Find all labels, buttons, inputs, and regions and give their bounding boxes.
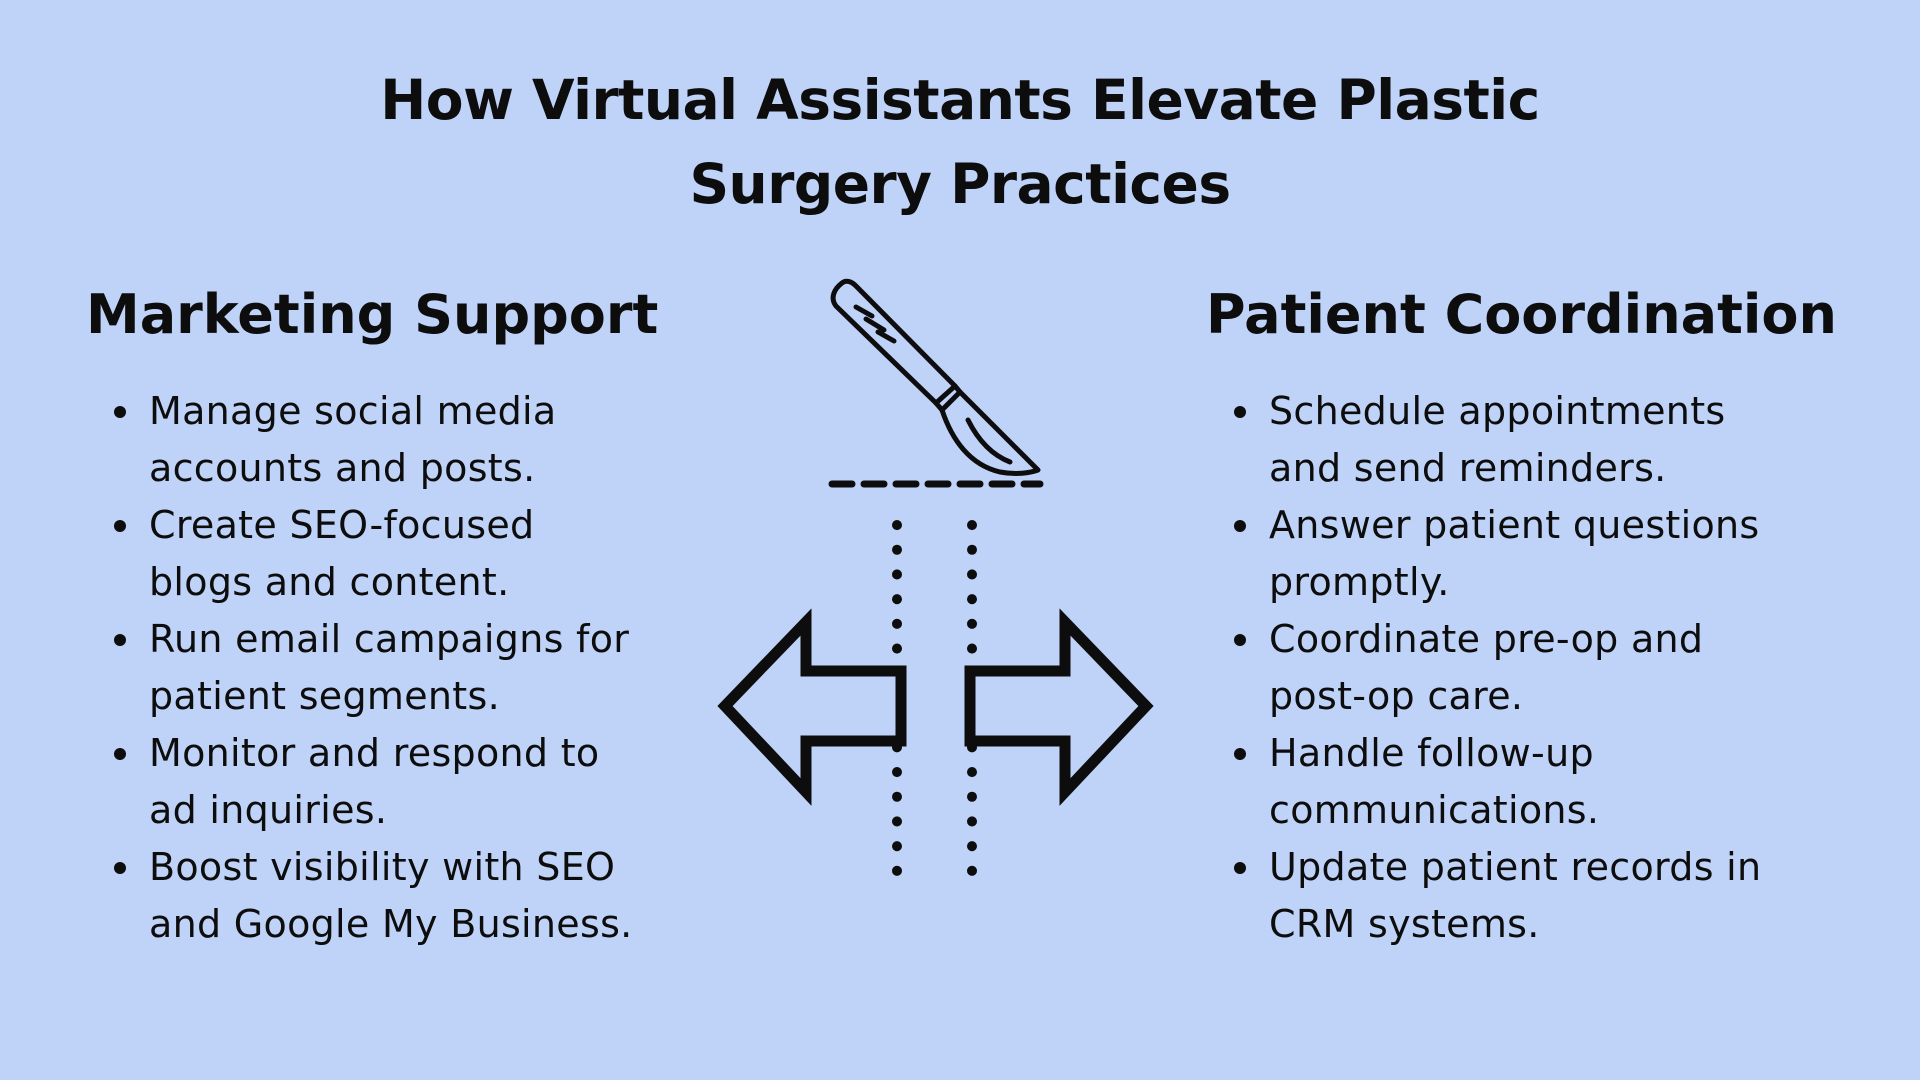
bullet-icon (1234, 748, 1246, 760)
arrow-left-icon (717, 608, 907, 806)
bullet-icon (1234, 634, 1246, 646)
bullet-icon (1234, 406, 1246, 418)
bullet-icon (114, 748, 126, 760)
page-title: How Virtual Assistants Elevate Plastic S… (360, 58, 1560, 226)
bullet-icon (1234, 520, 1246, 532)
patient-coordination-section: Patient Coordination Schedule appointmen… (1206, 275, 1866, 953)
dotted-lines (892, 520, 977, 895)
title-line-1: How Virtual Assistants Elevate Plastic (380, 68, 1540, 132)
marketing-support-heading: Marketing Support (86, 283, 659, 346)
scalpel-icon (830, 278, 1041, 476)
bullet-icon (114, 634, 126, 646)
bullet-icon (114, 406, 126, 418)
bullet-icon (114, 520, 126, 532)
patient-coordination-heading: Patient Coordination (1206, 283, 1837, 346)
bullet-icon (1234, 862, 1246, 874)
bullet-icon (114, 862, 126, 874)
arrow-right-icon (964, 608, 1154, 806)
title-line-2: Surgery Practices (689, 152, 1231, 216)
